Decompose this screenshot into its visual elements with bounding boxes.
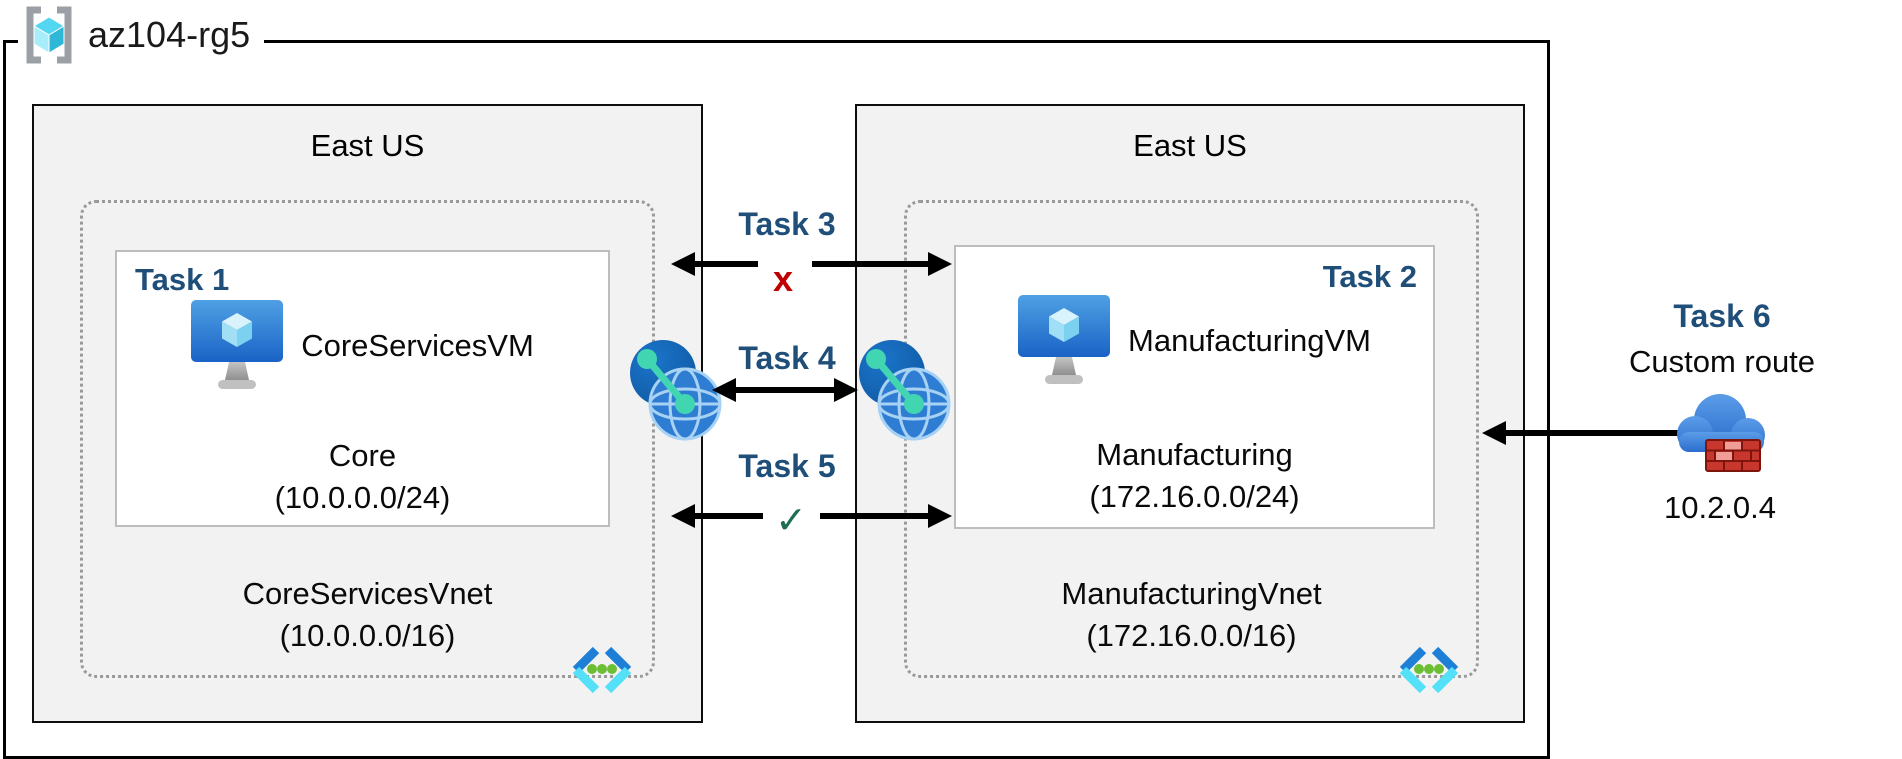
region-box-manufacturing: East US Task 2 (855, 104, 1525, 723)
vnet-cidr: (172.16.0.0/16) (1086, 618, 1297, 653)
vm-name: ManufacturingVM (1128, 323, 1371, 358)
vnet-name: CoreServicesVnet (242, 576, 493, 611)
subnet-name: Manufacturing (1096, 437, 1293, 472)
vm-row: CoreServicesVM (117, 300, 608, 392)
task1-label: Task 1 (135, 262, 230, 297)
region-title: East US (310, 128, 425, 163)
subnet-name: Core (328, 438, 397, 473)
vnet-cidr: (10.0.0.0/16) (279, 618, 456, 653)
task5-label: Task 5 (738, 448, 836, 484)
virtual-machine-icon (191, 300, 284, 389)
vm-name: CoreServicesVM (301, 328, 534, 363)
resource-group-name: az104-rg5 (88, 14, 251, 55)
virtual-network-icon (1399, 646, 1459, 694)
firewall-cloud-icon (1672, 390, 1772, 481)
resource-group-header: az104-rg5 (18, 4, 265, 66)
subnet-box-core: Task 1 (115, 250, 610, 527)
region-title: East US (1133, 128, 1247, 163)
virtual-network-icon (572, 646, 632, 694)
virtual-machine-icon (1018, 295, 1111, 384)
subnet-cidr: (172.16.0.0/24) (1089, 479, 1300, 514)
task6-description: Custom route (1628, 344, 1816, 379)
task2-label: Task 2 (1322, 259, 1417, 294)
task6-label: Task 6 (1673, 298, 1771, 334)
task4-label: Task 4 (738, 340, 836, 376)
task6-ip: 10.2.0.4 (1663, 490, 1777, 525)
resource-group-box (3, 40, 1550, 759)
subnet-box-manufacturing: Task 2 (954, 245, 1435, 529)
region-box-core: East US Task 1 (32, 104, 703, 723)
vnet-name: ManufacturingVnet (1061, 576, 1322, 611)
task3-blocked-mark: x (772, 258, 794, 299)
task5-allowed-mark: ✓ (775, 500, 807, 542)
resource-group-icon (26, 6, 72, 64)
task3-label: Task 3 (738, 206, 836, 242)
subnet-cidr: (10.0.0.0/24) (274, 480, 451, 515)
vm-row: ManufacturingVM (956, 295, 1433, 387)
